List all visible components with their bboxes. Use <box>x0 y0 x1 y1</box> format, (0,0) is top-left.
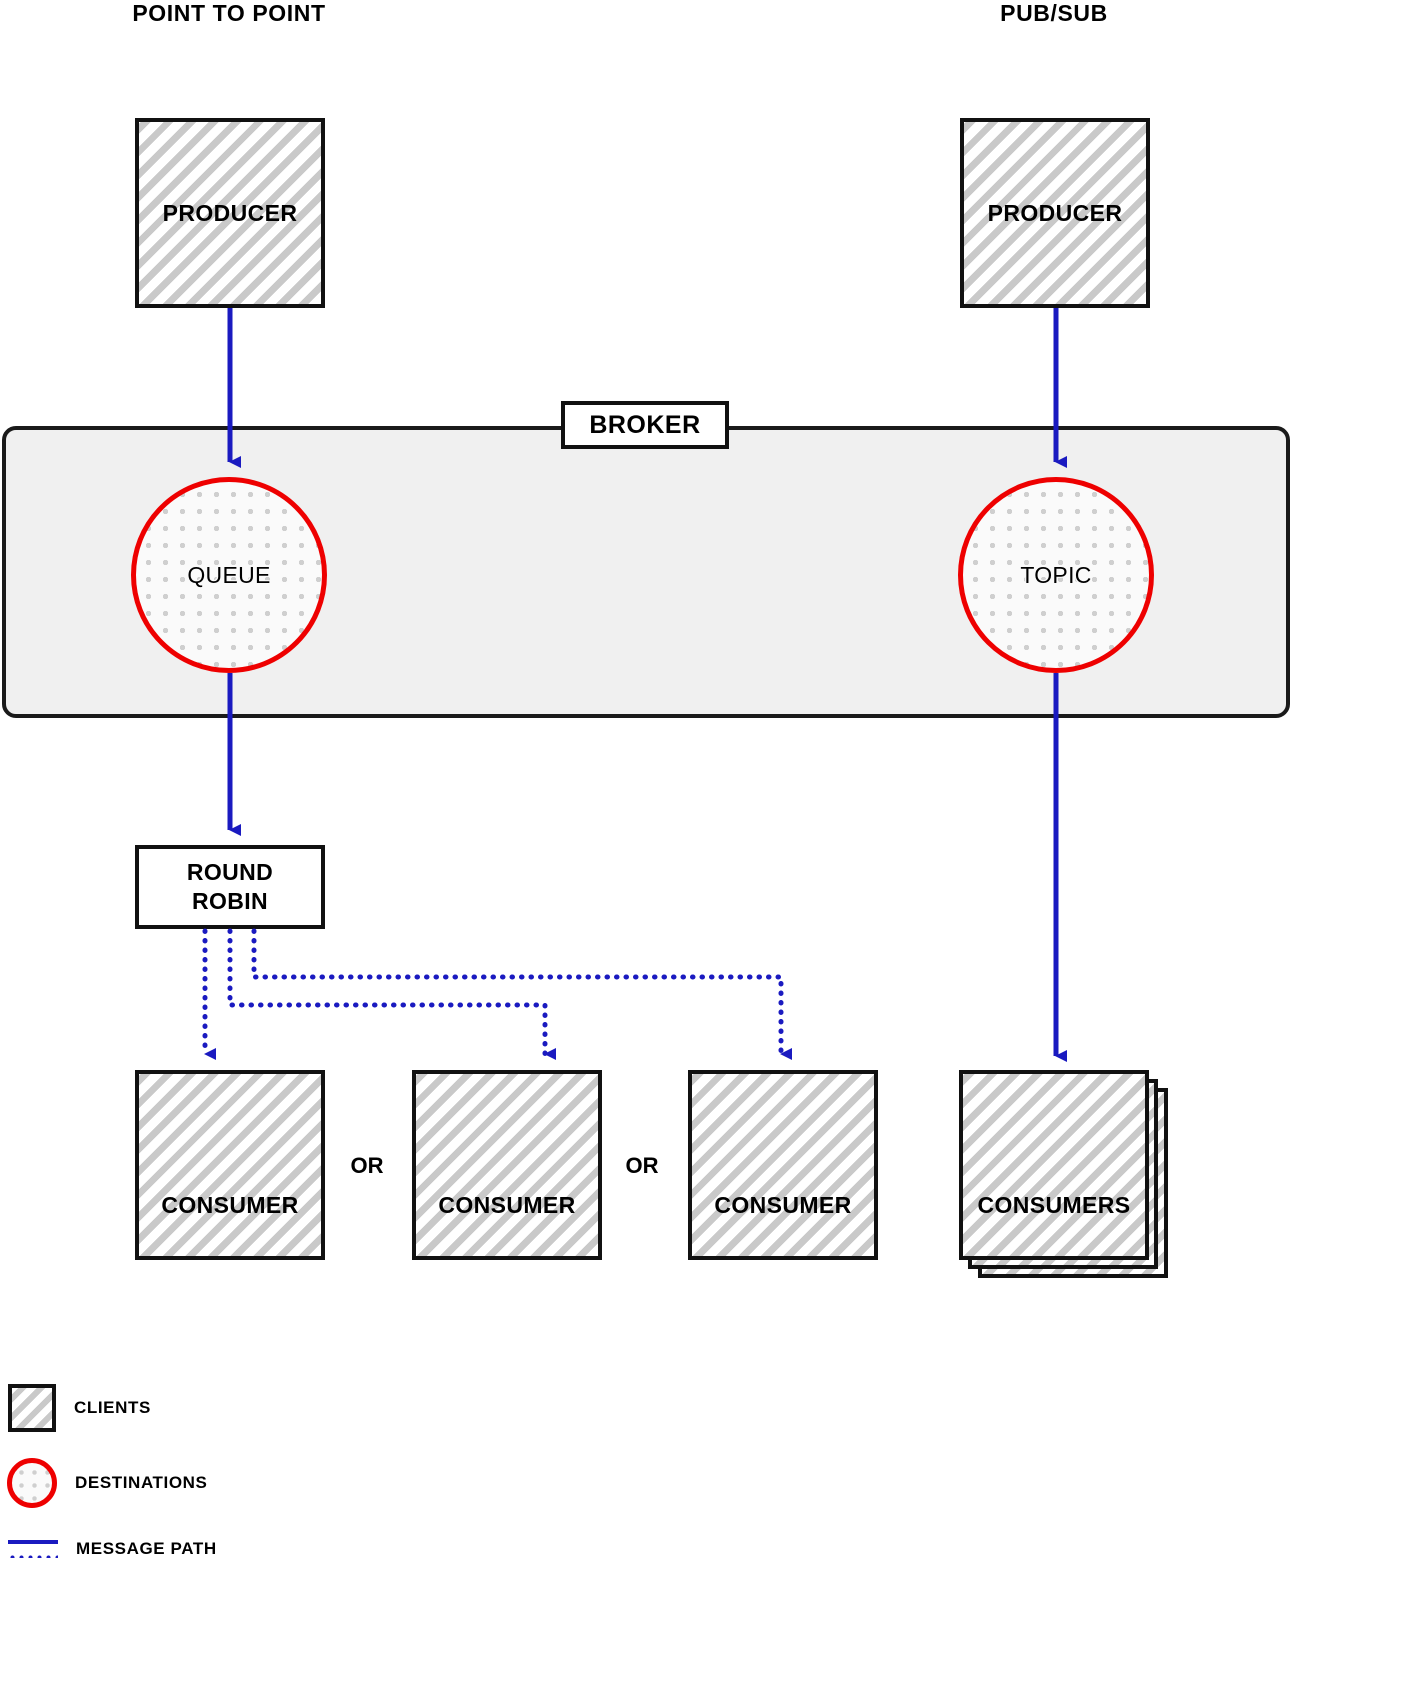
consumers-stack-front: CONSUMERS <box>959 1070 1149 1260</box>
path-round-robin-to-consumer-2 <box>227 928 556 1060</box>
blue-dotted-line-icon <box>8 1553 58 1558</box>
column-title-point-to-point: POINT TO POINT <box>132 0 326 26</box>
round-robin-label-line-2: ROBIN <box>191 888 269 914</box>
legend-item-clients: CLIENTS <box>8 1384 151 1432</box>
destination-topic-circle: TOPIC <box>958 477 1154 673</box>
producer-pub-sub-label: PRODUCER <box>987 199 1123 226</box>
round-robin-box: ROUND ROBIN <box>135 845 325 929</box>
legend-label-destinations: DESTINATIONS <box>75 1473 208 1492</box>
legend-item-destinations: DESTINATIONS <box>7 1458 208 1508</box>
producer-point-to-point-box: PRODUCER <box>135 118 325 308</box>
consumer-box-3: CONSUMER <box>688 1070 878 1260</box>
round-robin-label-line-1: ROUND <box>186 859 274 886</box>
queue-label: QUEUE <box>187 561 271 588</box>
topic-label: TOPIC <box>1020 561 1092 588</box>
blue-solid-line-icon <box>8 1540 58 1544</box>
destination-queue-circle: QUEUE <box>131 477 327 673</box>
column-title-pub-sub: PUB/SUB <box>1000 0 1108 26</box>
legend-label-message-path: MESSAGE PATH <box>76 1539 217 1558</box>
path-round-robin-to-consumer-3 <box>251 928 792 1060</box>
broker-label-box: BROKER <box>561 401 729 449</box>
consumer-box-1: CONSUMER <box>135 1070 325 1260</box>
broker-label: BROKER <box>589 410 701 439</box>
consumer-box-2: CONSUMER <box>412 1070 602 1260</box>
producer-point-to-point-label: PRODUCER <box>162 199 298 226</box>
legend-label-clients: CLIENTS <box>74 1398 151 1417</box>
consumers-stack-label: CONSUMERS <box>977 1191 1131 1218</box>
producer-pub-sub-box: PRODUCER <box>960 118 1150 308</box>
blue-line-icon <box>8 1538 58 1560</box>
consumer-label-3: CONSUMER <box>714 1191 852 1218</box>
consumer-label-1: CONSUMER <box>161 1191 299 1218</box>
or-separator-2: OR <box>625 1153 659 1178</box>
consumer-label-2: CONSUMER <box>438 1191 576 1218</box>
hatched-square-icon <box>8 1384 56 1432</box>
legend-item-message-path: MESSAGE PATH <box>8 1538 217 1560</box>
red-dotted-circle-icon <box>7 1458 57 1508</box>
or-separator-1: OR <box>350 1153 384 1178</box>
